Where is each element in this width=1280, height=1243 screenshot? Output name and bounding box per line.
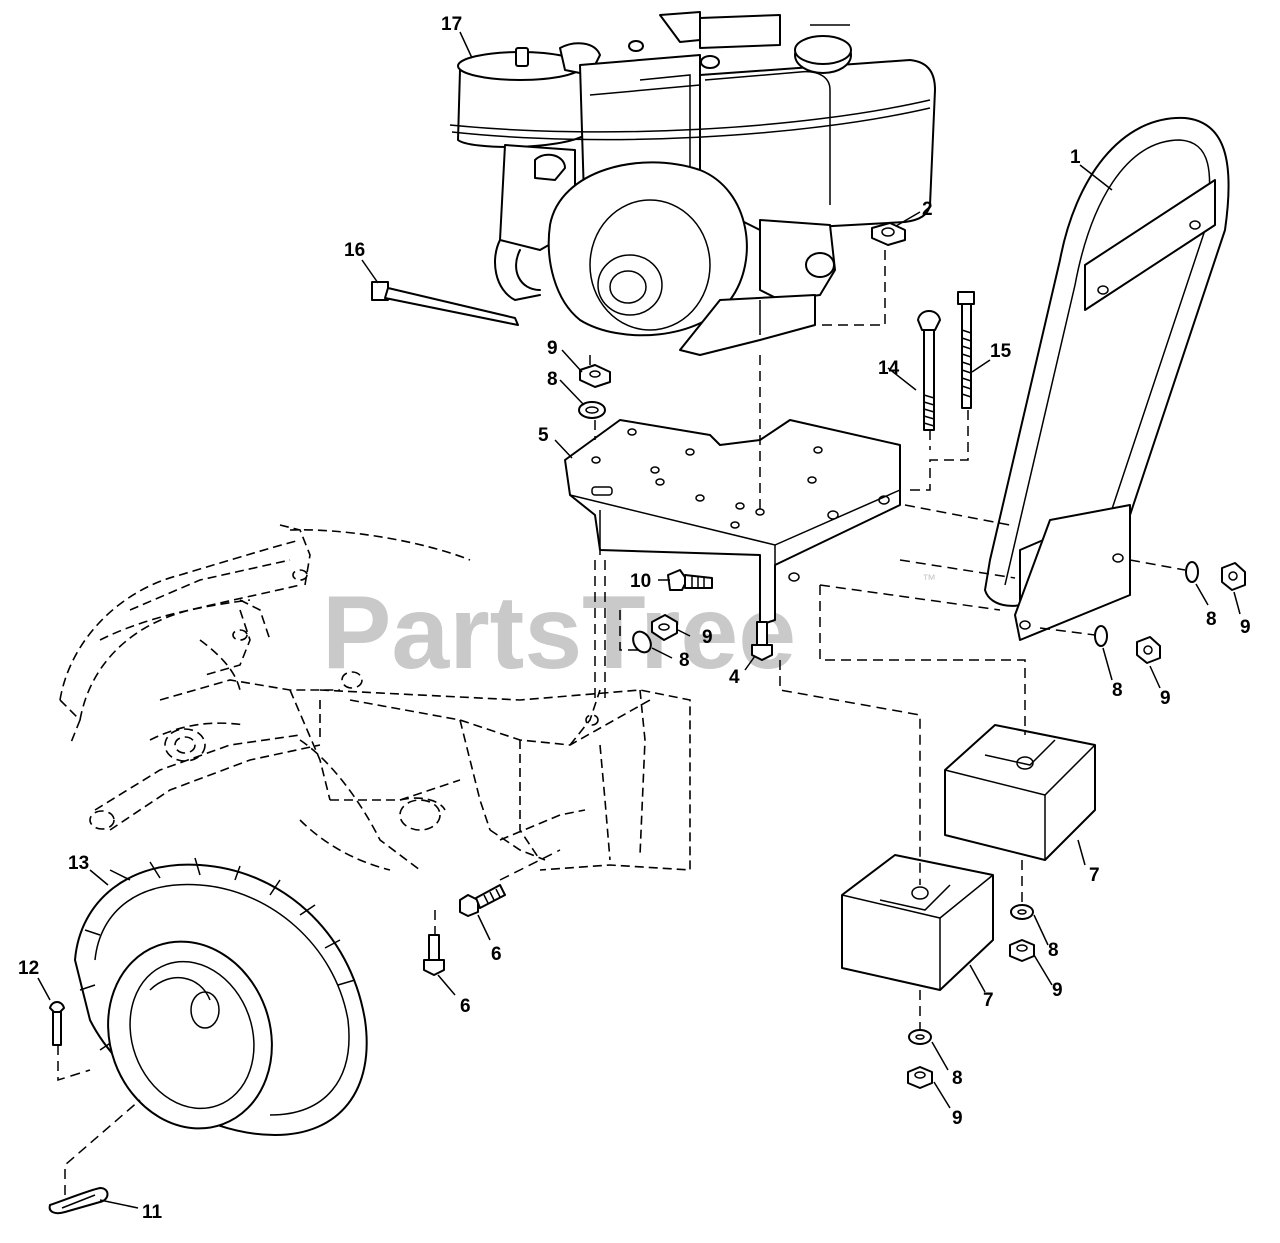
handle (984, 116, 1230, 641)
callout-9-a: 9 (547, 338, 558, 359)
callout-4: 4 (729, 667, 740, 688)
bolt-15 (957, 291, 975, 409)
callout-15: 15 (990, 341, 1012, 362)
callout-13: 13 (68, 853, 89, 874)
wheel-tire (74, 857, 368, 1136)
callout-17: 17 (441, 14, 462, 35)
callout-8-e: 8 (1048, 940, 1059, 961)
callout-9-e: 9 (1052, 980, 1063, 1001)
watermark-trademark: ™ (922, 571, 936, 587)
callout-6-b: 6 (460, 996, 471, 1017)
bolt-14 (917, 310, 941, 431)
leader-lines (37, 31, 1241, 1209)
weight-upper (944, 724, 1096, 861)
engine (449, 11, 936, 356)
callout-8-a: 8 (547, 369, 558, 390)
weight-lower (841, 854, 994, 991)
callout-16: 16 (344, 240, 365, 261)
callout-7-b: 7 (983, 990, 994, 1011)
callout-8-c: 8 (1206, 609, 1217, 630)
watermark-brand: PartsTree (322, 575, 796, 691)
callout-9-b: 9 (702, 627, 713, 648)
callout-9-c: 9 (1240, 617, 1251, 638)
callout-2: 2 (922, 199, 933, 220)
callout-8-b: 8 (679, 650, 690, 671)
callout-11: 11 (142, 1202, 163, 1223)
callout-9-d: 9 (1160, 688, 1171, 709)
hardware (48, 222, 1246, 1215)
callout-10: 10 (630, 571, 651, 592)
callout-1: 1 (1070, 147, 1081, 168)
callout-7-a: 7 (1089, 865, 1100, 886)
callout-8-f: 8 (952, 1068, 963, 1089)
callout-8-d: 8 (1112, 680, 1123, 701)
cable-tie (371, 281, 519, 326)
watermark: PartsTree ™ (322, 571, 936, 691)
engine-mounting-plate (564, 419, 901, 626)
tiller-housing-ghost (59, 524, 691, 871)
callouts: 17 16 1 2 14 15 9 8 5 10 9 8 4 8 9 8 9 7… (18, 14, 1251, 1223)
callout-12: 12 (18, 958, 39, 979)
callout-9-f: 9 (952, 1108, 963, 1129)
callout-5: 5 (538, 425, 549, 446)
connection-lines (57, 250, 1186, 1195)
callout-6-a: 6 (491, 944, 502, 965)
callout-14: 14 (878, 358, 900, 379)
